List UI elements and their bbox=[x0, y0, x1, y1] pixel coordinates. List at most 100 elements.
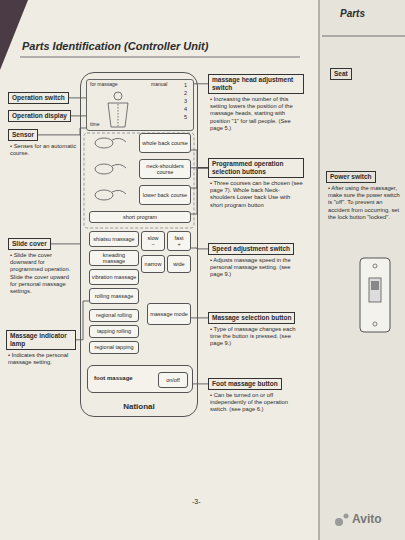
table-corner bbox=[0, 0, 28, 70]
button-label: wide bbox=[173, 261, 184, 267]
callout-note: • Slide the cover downward for programme… bbox=[8, 252, 74, 295]
callout-note: • Indicates the personal massage setting… bbox=[6, 352, 76, 366]
callout-heading: massage head adjustment switch bbox=[208, 74, 304, 94]
hand-icon bbox=[112, 164, 126, 168]
leader-line bbox=[191, 248, 208, 250]
button-label: regional rolling bbox=[96, 312, 132, 318]
callout-note: • Type of massage changes each time the … bbox=[208, 326, 304, 348]
callout-box: massage head adjustment switch• Increasi… bbox=[208, 74, 304, 132]
callout-heading: Operation switch bbox=[8, 92, 69, 104]
button-label: rolling massage bbox=[95, 293, 134, 299]
scale-number: 3 bbox=[184, 98, 187, 104]
button-label: shiatsu massage bbox=[93, 236, 134, 242]
button: neck-shoulders course bbox=[139, 159, 191, 179]
button: slow− bbox=[141, 231, 165, 251]
hand-icon bbox=[112, 138, 126, 142]
body-figure bbox=[118, 104, 119, 126]
callout-note: • Adjusts massage speed in the personal … bbox=[208, 257, 304, 279]
button-label: vibration massage bbox=[92, 274, 137, 280]
scale-number: 4 bbox=[184, 106, 187, 112]
scale-number: 2 bbox=[184, 90, 187, 96]
brand-name: National bbox=[81, 402, 197, 411]
page-number: -3- bbox=[192, 498, 201, 505]
screw bbox=[373, 264, 377, 268]
callout-heading: Programmed operation selection buttons bbox=[208, 158, 304, 178]
button-label: fast bbox=[175, 235, 184, 241]
button: regional rolling bbox=[89, 309, 139, 322]
callout-box: Operation display bbox=[8, 104, 78, 122]
hand-icon bbox=[112, 190, 126, 194]
callout-box: Massage selection button• Type of massag… bbox=[208, 306, 304, 348]
callout-box: Massage indicator lamp • Indicates the pe… bbox=[6, 330, 76, 366]
title-rule bbox=[20, 57, 300, 58]
callout-box: Sensor • Senses for an automatic course. bbox=[8, 123, 78, 157]
left-page bbox=[0, 0, 318, 540]
button-label: tapping rolling bbox=[97, 328, 131, 334]
callout-note: • After using the massager, make sure th… bbox=[326, 185, 402, 221]
button: massage mode bbox=[147, 303, 191, 325]
callout-heading: Foot massage button bbox=[208, 378, 282, 390]
button-label: whole back course bbox=[142, 140, 188, 146]
button: short program bbox=[89, 211, 191, 223]
button: rolling massage bbox=[89, 288, 139, 304]
button: on/off bbox=[158, 372, 188, 388]
callout-box: Foot massage button• Can be turned on or… bbox=[208, 372, 304, 414]
callout-box: Seat bbox=[330, 62, 390, 80]
button-label: neck-shoulders course bbox=[141, 163, 189, 175]
button-label: narrow bbox=[145, 261, 162, 267]
power-switch-slider bbox=[369, 278, 381, 302]
button-label: slow bbox=[147, 235, 158, 241]
button-label: massage mode bbox=[150, 311, 188, 317]
button-label: regional tapping bbox=[94, 344, 133, 350]
remote-body: National for massage manual time whole back … bbox=[80, 72, 198, 417]
callout-box: Slide cover• Slide the cover downward fo… bbox=[8, 232, 74, 295]
button: regional tapping bbox=[89, 341, 139, 354]
button: lower back course bbox=[139, 185, 191, 205]
display-text: manual bbox=[151, 82, 167, 88]
callout-heading: Sensor bbox=[8, 129, 38, 141]
leader-line bbox=[191, 317, 208, 318]
callout-note: • Increasing the number of this setting … bbox=[208, 96, 304, 132]
button-label: − bbox=[151, 241, 154, 247]
display-text: time bbox=[90, 122, 99, 128]
leader-line bbox=[51, 243, 80, 244]
callout-heading: Seat bbox=[330, 68, 352, 80]
leader-line bbox=[69, 97, 86, 98]
button-label: short program bbox=[123, 214, 157, 220]
callout-box: Power switch• After using the massager, … bbox=[326, 165, 402, 221]
watermark-dot bbox=[335, 518, 343, 526]
hand-icon bbox=[95, 138, 113, 148]
button-label: + bbox=[177, 241, 180, 247]
display-panel: for massage manual time bbox=[86, 79, 194, 131]
callout-box: Operation switch bbox=[8, 86, 78, 104]
page-heading: Parts bbox=[340, 8, 365, 19]
scale-number: 1 bbox=[184, 82, 187, 88]
page-title: Parts Identification (Controller Unit) bbox=[22, 40, 208, 52]
callout-note: • Senses for an automatic course. bbox=[8, 143, 78, 157]
callout-heading: Massage indicator lamp bbox=[6, 330, 76, 350]
callout-note: • Three courses can be chosen (see page … bbox=[208, 180, 304, 209]
screw bbox=[373, 322, 377, 326]
watermark: Avito bbox=[352, 512, 382, 526]
button: tapping rolling bbox=[89, 325, 139, 338]
body-figure bbox=[114, 92, 122, 100]
hand-icon bbox=[95, 164, 113, 174]
leader-line bbox=[191, 168, 208, 214]
title-rule bbox=[322, 36, 405, 37]
callout-box: Speed adjustment switch• Adjusts massage… bbox=[208, 237, 304, 279]
button: narrow bbox=[141, 255, 165, 273]
leader-line bbox=[76, 301, 89, 340]
button: wide bbox=[167, 255, 191, 273]
button-label: lower back course bbox=[143, 192, 187, 198]
button: vibration massage bbox=[89, 269, 139, 285]
body-figure bbox=[108, 103, 128, 127]
button: fast+ bbox=[167, 231, 191, 251]
button-label: kneading massage bbox=[91, 252, 137, 264]
hand-icon bbox=[95, 190, 113, 200]
display-text: for massage bbox=[90, 82, 118, 88]
watermark-dot bbox=[344, 514, 349, 519]
power-switch-plate bbox=[360, 258, 390, 332]
button: kneading massage bbox=[89, 250, 139, 266]
